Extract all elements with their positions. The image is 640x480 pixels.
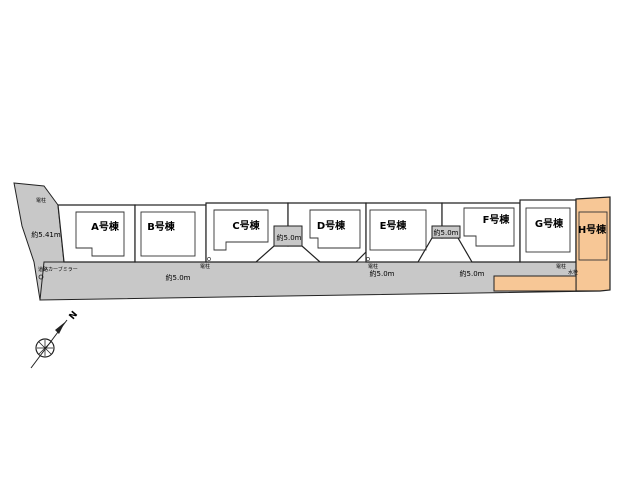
lot-row bbox=[57, 199, 577, 263]
road-width-1: 約5.0m bbox=[166, 273, 191, 282]
lot-label-h: H号棟 bbox=[578, 223, 607, 236]
lot-label-g: G号棟 bbox=[535, 217, 564, 230]
lot-label-b: B号棟 bbox=[147, 220, 176, 233]
pole-label-g: 電柱 bbox=[556, 263, 566, 270]
lot-h-strip bbox=[493, 275, 577, 292]
lot-a bbox=[57, 204, 136, 263]
mirror-label: 道路カーブミラー bbox=[38, 266, 78, 273]
building-c bbox=[213, 209, 269, 251]
building-e bbox=[369, 209, 427, 251]
compass-needle bbox=[55, 322, 65, 334]
building-g bbox=[525, 207, 571, 253]
lot-label-d: D号棟 bbox=[317, 219, 346, 232]
road-width-ef: 約5.0m bbox=[434, 228, 459, 237]
pole-label-g2: 水栓 bbox=[568, 269, 578, 276]
pole-label-c: 電柱 bbox=[200, 263, 210, 270]
building-f bbox=[463, 207, 515, 247]
building-h bbox=[578, 211, 608, 261]
lot-e bbox=[365, 202, 443, 263]
mirror-marker bbox=[38, 274, 44, 280]
building-b bbox=[140, 211, 196, 257]
lot-label-c: C号棟 bbox=[232, 219, 260, 232]
road-stub-ef bbox=[431, 225, 461, 239]
pole-marker-e bbox=[366, 257, 370, 261]
compass-star bbox=[37, 340, 53, 356]
pole-label-top: 電柱 bbox=[36, 197, 46, 204]
compass: N bbox=[30, 310, 81, 369]
road-width-side: 約5.41m bbox=[31, 230, 61, 239]
lot-label-a: A号棟 bbox=[91, 220, 120, 233]
road-width-cd: 約5.0m bbox=[277, 233, 302, 242]
road-stub-cd bbox=[273, 225, 303, 247]
lot-g bbox=[519, 199, 577, 263]
lot-h bbox=[575, 196, 611, 292]
lot-label-e: E号棟 bbox=[380, 219, 408, 232]
building-d bbox=[309, 209, 361, 249]
building-a bbox=[75, 211, 125, 257]
road-width-3: 約5.0m bbox=[460, 269, 485, 278]
road-width-2: 約5.0m bbox=[370, 269, 395, 278]
pole-marker-c bbox=[207, 257, 211, 261]
building-footprints bbox=[75, 207, 608, 261]
lot-label-f: F号棟 bbox=[483, 213, 511, 226]
compass-north-label: N bbox=[68, 310, 81, 322]
pole-label-e: 電柱 bbox=[368, 263, 378, 270]
